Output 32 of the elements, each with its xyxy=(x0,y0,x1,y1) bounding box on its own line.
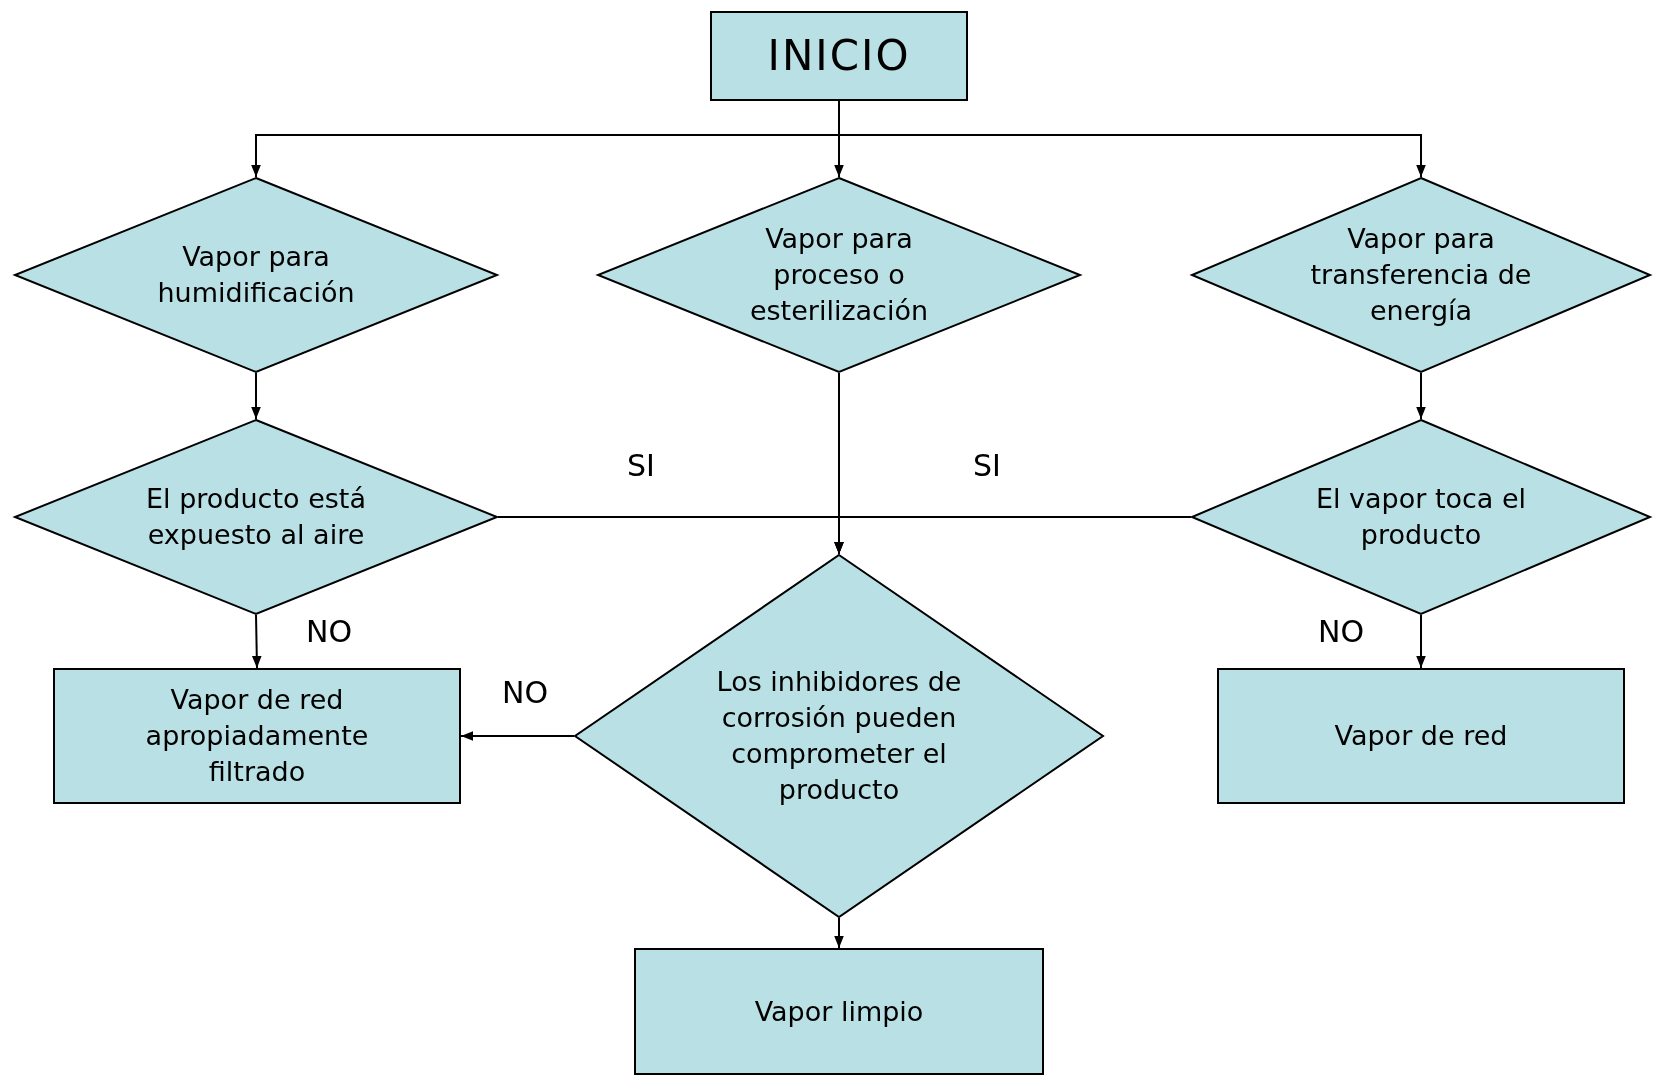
arrow xyxy=(460,731,575,741)
arrow xyxy=(834,516,1192,555)
node-text: Vapor para transferencia de energía xyxy=(1309,222,1533,328)
arrow xyxy=(1416,372,1426,420)
node-text: Vapor para proceso o esterilización xyxy=(748,222,930,328)
node-text: Los inhibidores de corrosión pueden comprometer el producto xyxy=(715,665,963,807)
node-text: Vapor para humidificación xyxy=(156,240,356,310)
process-box xyxy=(53,668,461,804)
node-text: El vapor toca el producto xyxy=(1314,482,1528,552)
node-text: INICIO xyxy=(766,30,912,83)
decision-diamond xyxy=(574,554,1104,918)
edge-label: SI xyxy=(627,448,655,483)
node-text: Vapor de red apropiadamente filtrado xyxy=(144,683,370,789)
edge-label: NO xyxy=(306,614,353,649)
process-box xyxy=(634,948,1044,1075)
edge-label: SI xyxy=(973,448,1001,483)
decision-diamond xyxy=(14,177,498,373)
node-text: Vapor de red xyxy=(1333,719,1509,754)
arrow xyxy=(251,614,262,669)
edge-label: NO xyxy=(1318,614,1365,649)
arrow xyxy=(834,917,844,949)
arrow xyxy=(251,372,261,420)
decision-diamond xyxy=(1191,419,1651,615)
decision-diamond xyxy=(1191,177,1651,373)
node-text: El producto está expuesto al aire xyxy=(145,482,367,552)
start-box xyxy=(710,11,968,101)
decision-diamond xyxy=(14,419,498,615)
arrow xyxy=(1416,614,1426,669)
node-text: Vapor limpio xyxy=(753,994,925,1029)
process-box xyxy=(1217,668,1625,804)
edge-label: NO xyxy=(502,675,549,710)
decision-diamond xyxy=(597,177,1081,373)
